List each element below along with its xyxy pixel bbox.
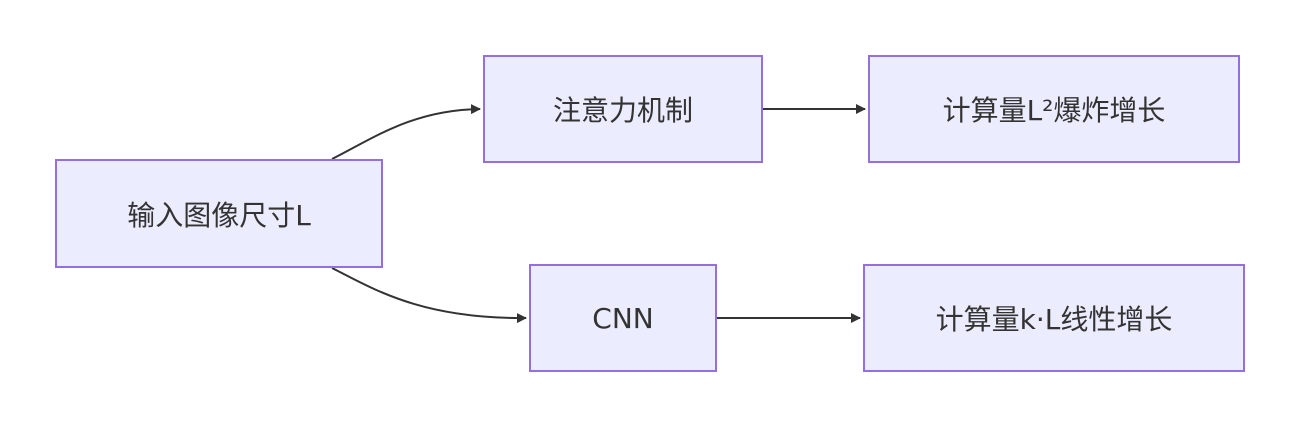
node-cnn-label: CNN <box>592 301 654 335</box>
edge-input-to-cnn <box>331 267 527 324</box>
node-quadratic-growth-label: 计算量L²爆炸增长 <box>942 94 1166 127</box>
edge-input-to-attention <box>331 104 481 160</box>
node-input-image-size: 输入图像尺寸L <box>55 159 383 268</box>
node-attention-label: 注意力机制 <box>552 94 693 127</box>
node-linear-growth-label: 计算量k·L线性增长 <box>935 303 1173 336</box>
node-attention-mechanism: 注意力机制 <box>483 55 763 163</box>
node-linear-growth: 计算量k·L线性增长 <box>863 264 1245 372</box>
node-input-label: 输入图像尺寸L <box>127 198 311 232</box>
node-cnn: CNN <box>529 264 717 372</box>
node-quadratic-growth: 计算量L²爆炸增长 <box>868 55 1240 163</box>
